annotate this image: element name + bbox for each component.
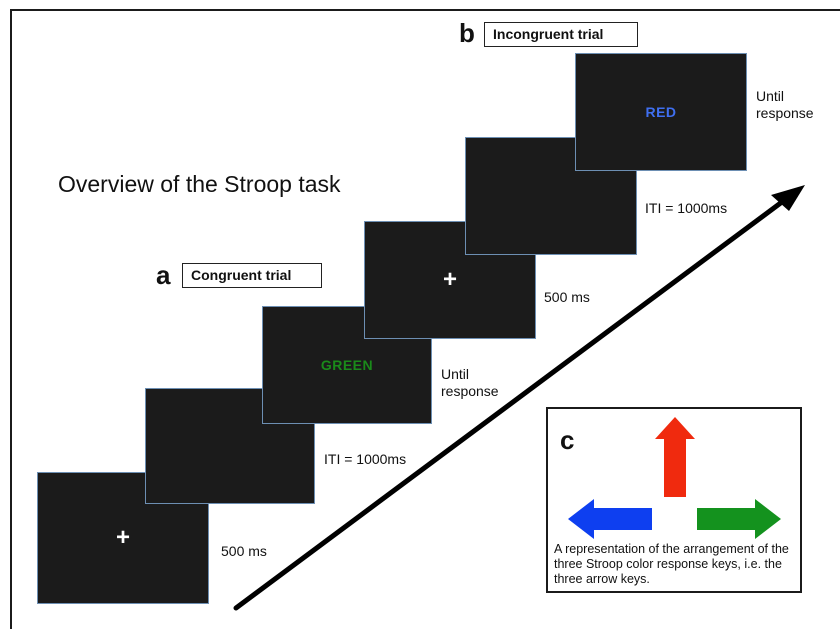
fixation-cross: +	[442, 266, 457, 293]
figure-title: Overview of the Stroop task	[58, 171, 341, 197]
panel-b-trial-label: Incongruent trial	[484, 22, 638, 47]
panel-b-letter: b	[459, 18, 475, 48]
stimulus-word-red: RED	[645, 104, 677, 120]
figure-frame	[10, 9, 840, 629]
panel-b-stimulus-duration: Until response	[756, 88, 814, 121]
right-arrow-icon	[697, 499, 781, 539]
panel-c-letter: c	[560, 425, 575, 455]
fixation-cross: +	[115, 524, 130, 551]
panel-a-trial-label: Congruent trial	[182, 263, 322, 288]
panel-b-fixation-duration: 500 ms	[544, 289, 590, 305]
panel-a-fixation-screen: +	[37, 472, 209, 604]
panel-c-caption: A representation of the arrangement of t…	[554, 542, 789, 586]
panel-a-stimulus-duration: Until response	[441, 366, 499, 399]
panel-a-letter: a	[156, 260, 171, 290]
stimulus-word-green: GREEN	[320, 357, 374, 373]
panel-b-stimulus-screen: RED	[575, 53, 747, 171]
up-arrow-icon	[655, 417, 695, 497]
panel-a-iti-label: ITI = 1000ms	[324, 451, 407, 467]
panel-a-fixation-duration: 500 ms	[221, 543, 267, 559]
panel-c-response-keys: c A representation of the arrangement of…	[546, 407, 802, 593]
arrow-keys-diagram	[568, 417, 781, 539]
left-arrow-icon	[568, 499, 652, 539]
panel-b-iti-label: ITI = 1000ms	[645, 200, 728, 216]
